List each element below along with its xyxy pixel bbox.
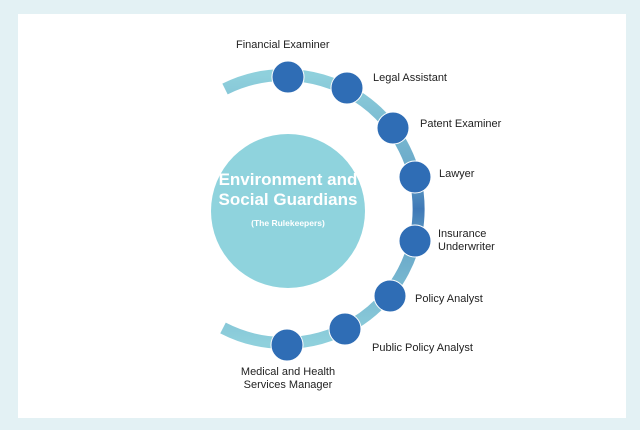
career-node-6 bbox=[328, 312, 362, 346]
career-node-5 bbox=[373, 279, 407, 313]
career-node-3 bbox=[398, 160, 432, 194]
career-arc bbox=[220, 69, 425, 349]
career-node-7 bbox=[270, 328, 304, 362]
center-circle bbox=[211, 134, 365, 288]
center-label: Environment and Social Guardians (The Ru… bbox=[211, 170, 365, 228]
career-node-1 bbox=[330, 71, 364, 105]
career-label-patent-examiner: Patent Examiner bbox=[420, 118, 502, 130]
career-label-insurance-underwriter: Insurance Underwriter bbox=[438, 228, 495, 253]
center-subtitle: (The Rulekeepers) bbox=[251, 218, 325, 228]
career-label-public-policy-analyst: Public Policy Analyst bbox=[372, 342, 473, 354]
career-label-lawyer: Lawyer bbox=[439, 168, 475, 180]
center-title: Environment and Social Guardians bbox=[218, 170, 358, 209]
career-label-legal-assistant: Legal Assistant bbox=[373, 72, 447, 84]
career-node-2 bbox=[376, 111, 410, 145]
career-label-policy-analyst: Policy Analyst bbox=[415, 293, 483, 305]
career-label-medical-health-services-manager: Medical and Health Services Manager bbox=[240, 366, 336, 391]
career-label-financial-examiner: Financial Examiner bbox=[236, 39, 330, 51]
career-node-4 bbox=[398, 224, 432, 258]
career-node-0 bbox=[271, 60, 305, 94]
